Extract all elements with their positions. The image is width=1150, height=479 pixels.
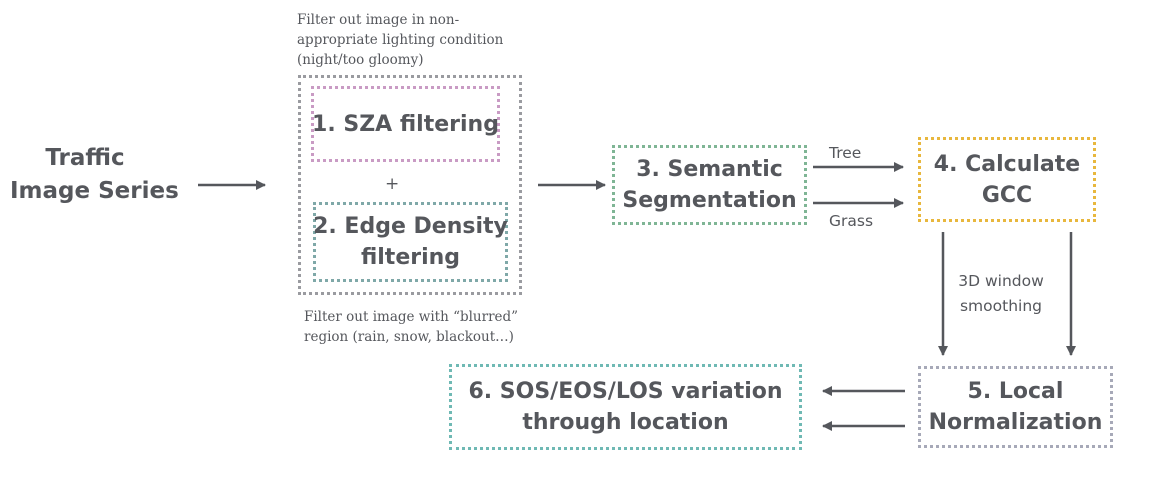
semantic-segmentation-box: 3. Semantic Segmentation xyxy=(612,145,807,225)
edge-density-label-line1: 2. Edge Density xyxy=(313,214,508,239)
input-label-line1: Traffic xyxy=(45,145,125,171)
segmentation-label-line1: 3. Semantic xyxy=(636,157,783,182)
local-normalization-box: 5. Local Normalization xyxy=(918,366,1113,448)
grass-label: Grass xyxy=(829,212,874,230)
plus-sign: + xyxy=(385,174,400,194)
edge-density-label-line2: filtering xyxy=(360,245,461,270)
edge-density-box: 2. Edge Density filtering xyxy=(313,202,508,282)
gcc-label-line1: 4. Calculate xyxy=(933,151,1081,177)
smoothing-note: 3D window smoothing xyxy=(958,272,1044,315)
sza-filter-note: Filter out image in non- appropriate lig… xyxy=(297,12,504,68)
sza-filtering-label: 1. SZA filtering xyxy=(312,111,499,137)
normalization-label-line2: Normalization xyxy=(928,410,1103,435)
input-label: Traffic Image Series xyxy=(10,142,179,208)
calculate-gcc-box: 4. Calculate GCC xyxy=(918,137,1096,222)
sza-filtering-box: 1. SZA filtering xyxy=(311,86,500,162)
segmentation-label-line2: Segmentation xyxy=(622,188,797,213)
normalization-label-line1: 5. Local xyxy=(967,379,1064,404)
edge-filter-note: Filter out image with “blurred” region (… xyxy=(304,309,519,345)
output-label-line1: 6. SOS/EOS/LOS variation xyxy=(468,379,783,404)
filtering-group-box xyxy=(298,75,522,295)
tree-label: Tree xyxy=(829,144,862,162)
variation-output-box: 6. SOS/EOS/LOS variation through locatio… xyxy=(449,364,802,450)
gcc-label-line2: GCC xyxy=(981,182,1033,208)
output-label-line2: through location xyxy=(522,410,729,435)
input-label-line2: Image Series xyxy=(10,178,179,204)
